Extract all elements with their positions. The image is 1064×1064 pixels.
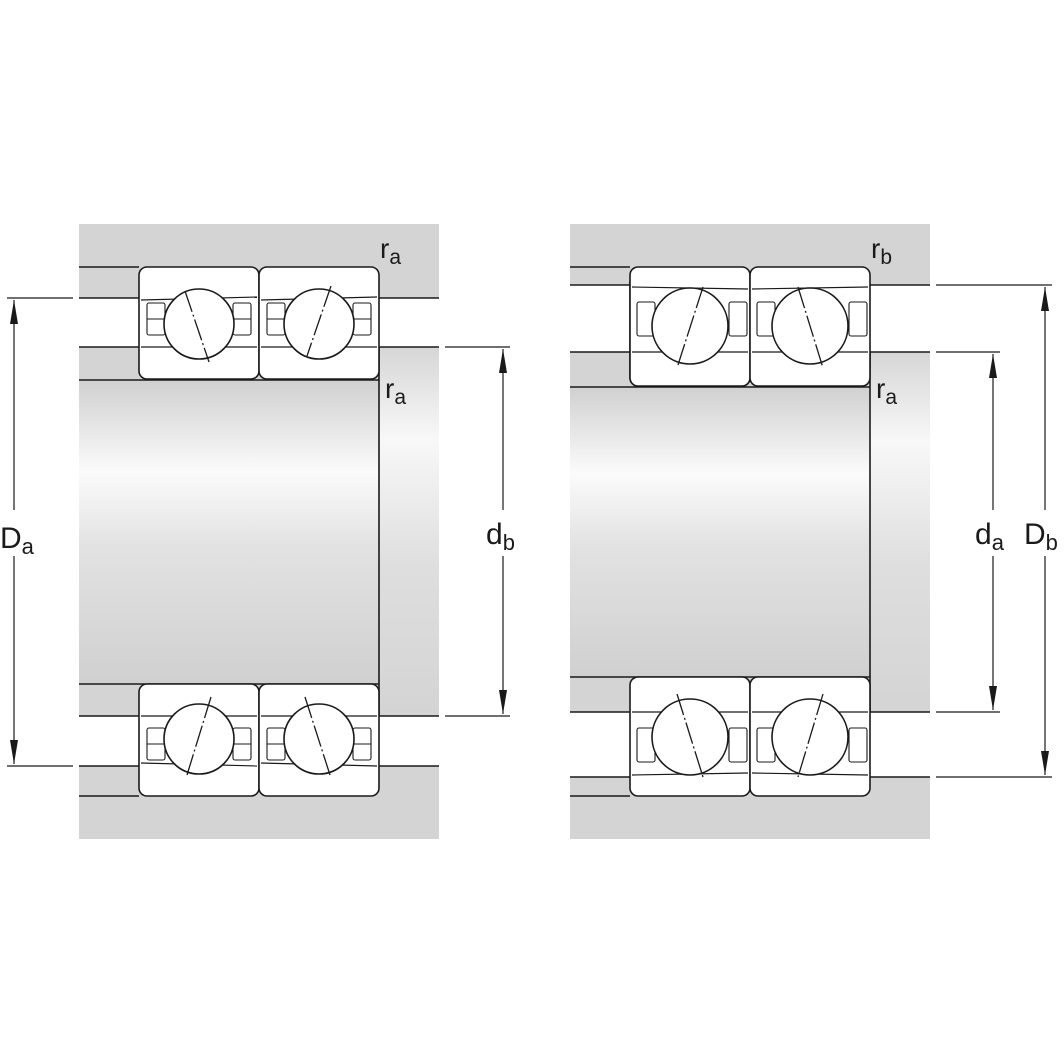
label-Da: Da bbox=[0, 522, 35, 559]
label-ra-top: ra bbox=[380, 233, 401, 269]
right-view: da Db rb ra bbox=[570, 224, 1058, 839]
left-top-bearing bbox=[138, 266, 380, 380]
right-shaft bbox=[570, 387, 870, 677]
left-shaft-shoulder bbox=[379, 347, 439, 716]
right-top-bearing bbox=[629, 266, 871, 387]
dimension-Db bbox=[936, 284, 1052, 778]
left-shaft bbox=[79, 380, 379, 684]
dimension-Da bbox=[7, 297, 73, 767]
dimension-da bbox=[936, 351, 1000, 713]
right-shaft-shoulder bbox=[870, 352, 930, 712]
label-db: db bbox=[486, 518, 515, 555]
dimension-db bbox=[445, 346, 510, 717]
left-view: Da db ra ra bbox=[0, 224, 515, 839]
left-bottom-bearing bbox=[138, 683, 380, 797]
label-rb-top: rb bbox=[871, 233, 892, 269]
label-da: da bbox=[975, 518, 1005, 555]
label-ra-inner: ra bbox=[385, 373, 406, 409]
label-ra-inner-right: ra bbox=[876, 373, 897, 409]
label-Db: Db bbox=[1024, 518, 1058, 555]
right-bottom-bearing bbox=[629, 676, 871, 797]
